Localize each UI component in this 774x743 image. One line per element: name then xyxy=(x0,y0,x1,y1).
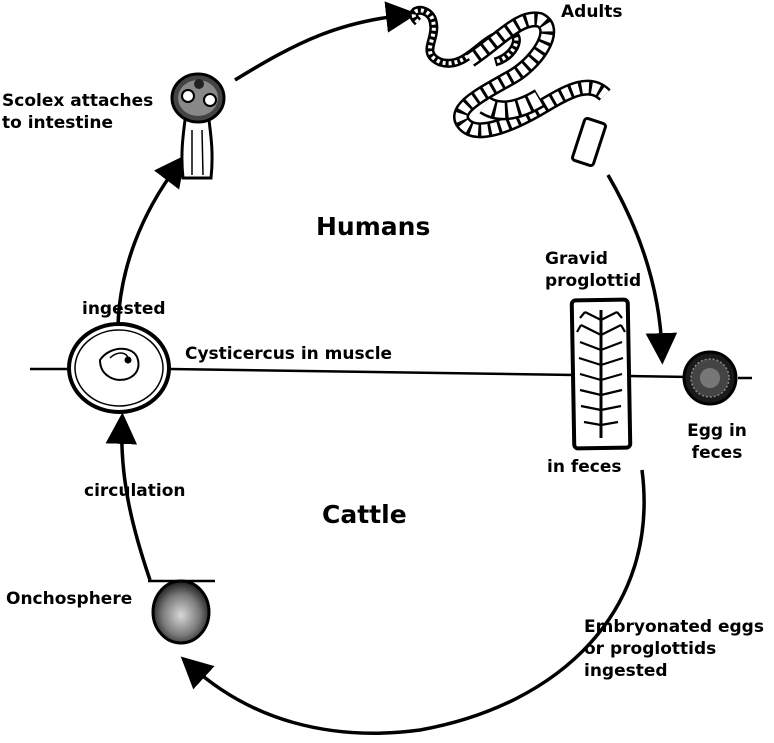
label-onchosphere: Onchosphere xyxy=(6,589,133,609)
label-egg-line-2: feces xyxy=(691,443,743,463)
label-humans: Humans xyxy=(316,212,431,241)
label-ingested: ingested xyxy=(82,299,166,319)
label-scolex-attaches: Scolex attaches to intestine xyxy=(2,90,153,134)
cycle-arrows xyxy=(105,1,678,735)
label-embryonated-line-2: or proglottids xyxy=(584,639,717,659)
label-cattle: Cattle xyxy=(322,500,407,529)
label-egg-in-feces: Egg in feces xyxy=(682,420,752,464)
adult-worm-illustration xyxy=(409,5,611,168)
arrow-scolex-to-adults xyxy=(234,1,418,82)
arrow-cyst-to-scolex xyxy=(116,154,186,326)
label-adults: Adults xyxy=(561,2,623,22)
label-circulation: circulation xyxy=(84,481,186,501)
label-scolex-line-1: Scolex attaches xyxy=(2,91,154,111)
label-embryonated-line-3: ingested xyxy=(584,661,668,681)
label-embryonated-line-1: Embryonated eggs xyxy=(584,617,764,637)
label-gravid-line-2: proglottid xyxy=(545,271,642,291)
label-cysticercus-in-muscle: Cysticercus in muscle xyxy=(185,344,393,364)
onchosphere-illustration xyxy=(148,579,215,645)
arrow-proglottid-to-ingested xyxy=(180,469,646,735)
arrow-onchosphere-to-cyst xyxy=(105,412,152,581)
egg-illustration xyxy=(682,350,738,406)
label-in-feces: in feces xyxy=(547,457,622,477)
scolex-illustration xyxy=(170,72,226,180)
label-gravid-proglottid: Gravid proglottid xyxy=(545,248,641,292)
gravid-proglottid-illustration xyxy=(569,297,633,451)
arrow-adults-to-proglottid xyxy=(606,174,678,365)
cysticercus-illustration xyxy=(67,322,171,414)
label-embryonated-eggs: Embryonated eggs or proglottids ingested xyxy=(584,616,764,682)
label-gravid-line-1: Gravid xyxy=(545,249,608,269)
host-divider-line xyxy=(30,367,752,380)
label-egg-line-1: Egg in xyxy=(687,421,747,441)
label-scolex-line-2: to intestine xyxy=(2,113,114,133)
